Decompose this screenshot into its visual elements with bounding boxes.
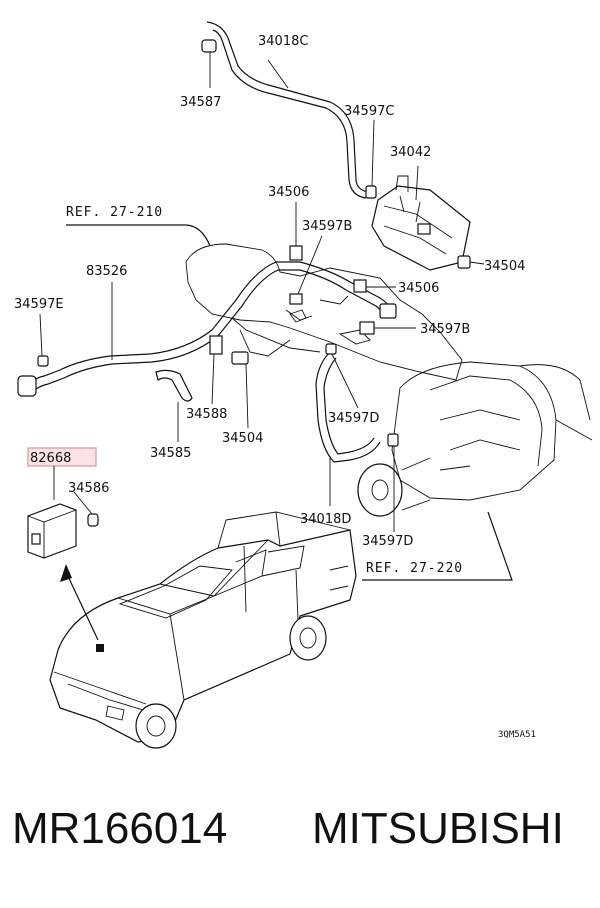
location-arrow: [60, 564, 99, 641]
ref-27-210-callout: [66, 224, 211, 247]
label-34597b-right: 34597B: [420, 322, 470, 337]
footer: MR166014 MITSUBISHI: [0, 800, 600, 880]
label-34597c: 34597C: [344, 104, 394, 119]
clip-34597d-a: [325, 343, 359, 409]
clip-34597c: [365, 119, 377, 199]
label-34585: 34585: [150, 446, 191, 461]
connector-left: [17, 375, 37, 397]
bracket-34588: [209, 335, 223, 405]
label-83526: 83526: [86, 264, 127, 279]
control-unit-82668: [27, 447, 97, 559]
label-34018c: 34018C: [258, 34, 308, 49]
label-34597e: 34597E: [14, 297, 64, 312]
connector-right: [379, 303, 397, 319]
label-ref-27-220: REF. 27-220: [366, 561, 463, 576]
nut-34506-lower: [353, 279, 396, 293]
screw-34586: [73, 491, 99, 527]
clip-34597b-upper: [289, 235, 323, 305]
label-34588: 34588: [186, 407, 227, 422]
clip-34597e: [37, 313, 49, 367]
leader-34018c: [267, 59, 289, 89]
label-34042: 34042: [390, 145, 431, 160]
pickup-truck-illustration: [49, 511, 357, 749]
hose-83526: [17, 261, 397, 397]
part-number: MR166014: [12, 804, 228, 853]
clamp-34587: [201, 39, 217, 53]
differential-outline: [357, 361, 593, 517]
label-34597d-b: 34597D: [362, 534, 413, 549]
diagram-canvas: 34018C 34587 34597C 34042 34506 34597B R…: [14, 21, 593, 749]
hose-34018d: [315, 351, 381, 506]
bolt-34504-upper: [457, 255, 485, 269]
label-82668: 82668: [30, 451, 71, 466]
label-34506-a: 34506: [268, 185, 309, 200]
drawing-code: 3QM5A51: [498, 730, 536, 740]
brand-name: MITSUBISHI: [312, 804, 564, 853]
label-34597b-top: 34597B: [302, 219, 352, 234]
label-ref-27-210: REF. 27-210: [66, 205, 163, 220]
vacuum-valve-34042: [371, 165, 471, 271]
hose-34018c: [201, 21, 369, 199]
highlight-box: [27, 447, 97, 467]
ref-27-220-callout: [362, 511, 513, 581]
clip-34597d-b: [387, 433, 399, 532]
label-34587: 34587: [180, 95, 221, 110]
nut-34506-upper: [289, 202, 303, 261]
band-34585: [155, 369, 193, 442]
label-34504-b: 34504: [222, 431, 263, 446]
clip-34597b-right: [359, 321, 416, 335]
label-34504-a: 34504: [484, 259, 525, 274]
bolt-34504-lower: [231, 351, 249, 429]
label-34597d-a: 34597D: [328, 411, 379, 426]
label-34506-b: 34506: [398, 281, 439, 296]
label-34018d: 34018D: [300, 512, 351, 527]
label-34586: 34586: [68, 481, 109, 496]
callout-labels: 34018C 34587 34597C 34042 34506 34597B R…: [14, 34, 536, 740]
